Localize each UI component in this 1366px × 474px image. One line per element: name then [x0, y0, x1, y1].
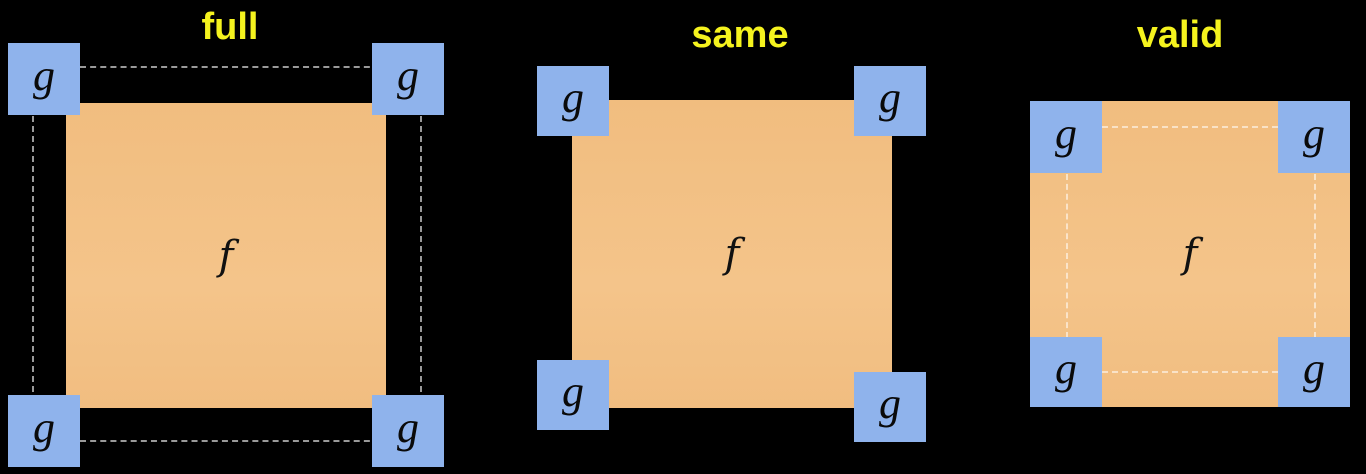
g-label: g [33, 51, 55, 100]
g-label: g [397, 403, 419, 452]
full-outline-top [80, 66, 380, 68]
g-label: g [1055, 344, 1077, 393]
g-label: g [1303, 344, 1325, 393]
panel-title-full: full [201, 6, 259, 48]
full-outline-right [420, 116, 422, 392]
f-label: f [724, 231, 740, 277]
g-label: g [1303, 109, 1325, 158]
f-label: f [1182, 231, 1198, 277]
g-kernel-box-bottom-left: g [1030, 337, 1102, 407]
g-kernel-box-bottom-right: g [854, 372, 926, 442]
g-label: g [879, 73, 901, 122]
g-kernel-box-top-right: g [372, 43, 444, 115]
f-signal-box: f [572, 100, 892, 408]
g-label: g [33, 403, 55, 452]
g-kernel-box-top-left: g [8, 43, 80, 115]
valid-outline-top [1102, 126, 1278, 128]
full-outline-left [32, 116, 34, 392]
g-kernel-box-bottom-left: g [537, 360, 609, 430]
g-kernel-box-bottom-left: g [8, 395, 80, 467]
g-kernel-box-bottom-right: g [372, 395, 444, 467]
g-kernel-box-top-left: g [1030, 101, 1102, 173]
g-label: g [397, 51, 419, 100]
valid-outline-left [1066, 174, 1068, 338]
g-kernel-box-top-right: g [854, 66, 926, 136]
g-kernel-box-top-right: g [1278, 101, 1350, 173]
g-kernel-box-top-left: g [537, 66, 609, 136]
g-label: g [562, 73, 584, 122]
f-label: f [218, 232, 234, 279]
g-label: g [1055, 109, 1077, 158]
f-signal-box: f [66, 103, 386, 408]
g-label: g [562, 367, 584, 416]
panel-title-same: same [691, 14, 789, 56]
g-label: g [879, 379, 901, 428]
panel-title-valid: valid [1136, 14, 1224, 56]
valid-outline-right [1314, 174, 1316, 338]
g-kernel-box-bottom-right: g [1278, 337, 1350, 407]
full-outline-bottom [80, 440, 380, 442]
valid-outline-bottom [1102, 371, 1278, 373]
